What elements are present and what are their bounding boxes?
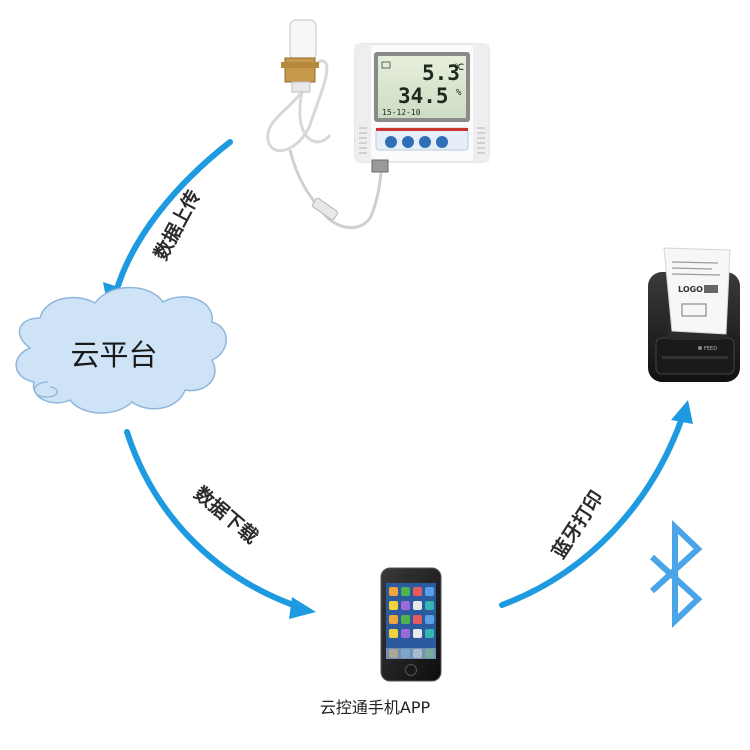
app-icon	[425, 587, 434, 596]
app-icon	[401, 615, 410, 624]
app-icon	[425, 601, 434, 610]
lcd-date: 15-12-10	[382, 108, 421, 117]
arrow-bluetooth-print	[499, 400, 693, 608]
app-icon	[401, 601, 410, 610]
app-caption: 云控通手机APP	[319, 698, 431, 717]
cloud-icon: 云平台	[15, 286, 227, 414]
app-icon	[425, 615, 434, 624]
app-icon	[413, 587, 422, 596]
label-upload: 数据上传	[149, 186, 205, 264]
lcd-temp-unit: ℃	[454, 63, 464, 73]
smartphone-icon	[380, 567, 442, 682]
receipt-printer-icon: LOGO FEED	[648, 247, 740, 382]
printer-feed-label: FEED	[704, 346, 717, 352]
app-icon	[413, 615, 422, 624]
bluetooth-icon	[649, 519, 703, 629]
app-icon	[413, 629, 422, 638]
app-icon	[425, 629, 434, 638]
app-icon	[389, 629, 398, 638]
arrow-download	[124, 429, 316, 619]
receipt-logo: LOGO	[678, 285, 703, 294]
lcd-humidity-unit: %	[456, 88, 462, 98]
device-button-1	[385, 136, 397, 148]
home-button	[405, 664, 417, 676]
app-icon	[413, 601, 422, 610]
device-button-2	[402, 136, 414, 148]
cloud-label: 云平台	[70, 338, 157, 372]
device-button-3	[419, 136, 431, 148]
device-button-4	[436, 136, 448, 148]
app-icon	[401, 629, 410, 638]
lcd-temperature: 5.3	[422, 61, 460, 85]
label-bluetooth-print: 蓝牙打印	[547, 486, 608, 562]
app-icon	[389, 587, 398, 596]
app-icon	[401, 587, 410, 596]
label-download: 数据下载	[190, 482, 263, 548]
lcd-humidity: 34.5	[398, 84, 449, 108]
temperature-humidity-logger-icon: 5.3 ℃ 34.5 % 15-12-10	[266, 19, 490, 230]
app-icon	[389, 615, 398, 624]
app-icon	[389, 601, 398, 610]
